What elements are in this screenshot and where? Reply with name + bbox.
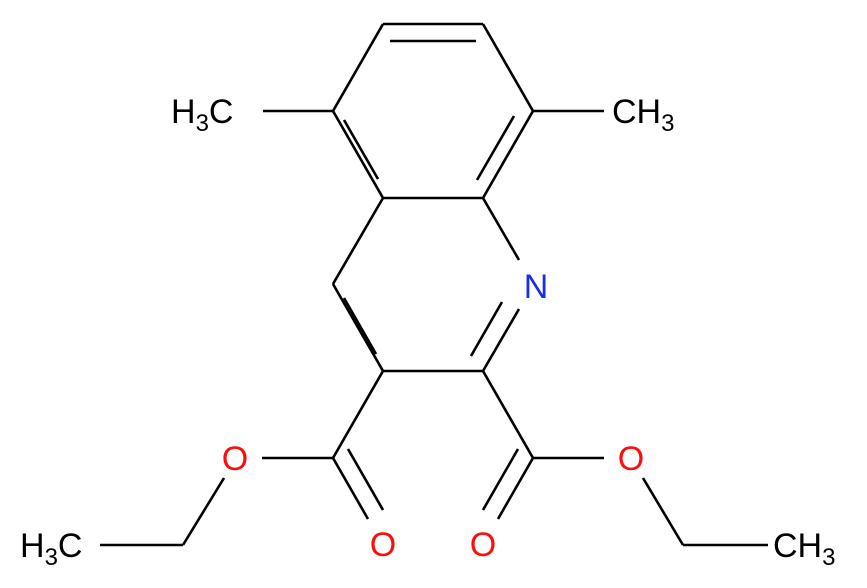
bonds: [100, 22, 768, 547]
ethyl-right-prefix: CH: [773, 527, 822, 565]
ethyl-left-suffix: C: [58, 527, 83, 565]
bond-c8-c8a: [481, 110, 535, 199]
methyl-c8-sub: 3: [661, 110, 674, 137]
bond-c3-c4-inner: [342, 297, 378, 355]
atom-ethyl-right-ch3: CH3: [773, 527, 835, 571]
methyl-c5-prefix: H: [171, 93, 196, 131]
methyl-c5-sub: 3: [196, 110, 209, 137]
atom-o-carbonyl-right: O: [470, 526, 496, 564]
atom-ethyl-left-ch3: H3C: [20, 527, 82, 571]
methyl-c5-suffix: C: [209, 93, 234, 131]
methyl-c8-prefix: CH: [612, 93, 661, 131]
bond-c4a-c5: [331, 110, 385, 199]
bond-c8a-n1: [481, 197, 521, 261]
bond-carboxyl-o-double-b: [346, 448, 385, 511]
bond-carboxyl-o-double-a: [331, 457, 370, 520]
ethyl-right-sub: 3: [822, 544, 835, 571]
bond-c3-c4: [331, 283, 385, 372]
atom-n1: N: [524, 268, 549, 306]
bond-c3-carboxyl: [331, 370, 385, 459]
bond-carboxyl2-o-double-a: [496, 457, 535, 520]
atom-methyl-c8: CH3: [612, 93, 674, 137]
atom-o-carbonyl-left: O: [370, 526, 396, 564]
atom-labels: N O O O O H3C CH3 H3C CH3: [20, 93, 835, 571]
bond-c2-carboxyl: [481, 370, 535, 459]
atom-methyl-c5: H3C: [171, 93, 233, 137]
bond-oester-ch2: [181, 477, 226, 546]
bond-c4-c4a: [331, 197, 385, 285]
ethyl-left-prefix: H: [20, 527, 45, 565]
ethyl-left-sub: 3: [45, 544, 58, 571]
bond-n1-c2-inner: [469, 301, 504, 357]
bond-c4a-c5-inner: [342, 119, 380, 180]
bond-c8-c8a-inner: [475, 115, 516, 181]
bond-n1-c2: [481, 308, 521, 372]
atom-o-ester-left: O: [222, 440, 248, 478]
bond-c7-c8: [481, 23, 535, 112]
bond-c5-c6: [331, 23, 385, 112]
atom-o-ester-right: O: [618, 440, 644, 478]
bond-oester2-ch2: [641, 477, 685, 546]
bond-carboxyl2-o-double-b: [481, 448, 520, 511]
